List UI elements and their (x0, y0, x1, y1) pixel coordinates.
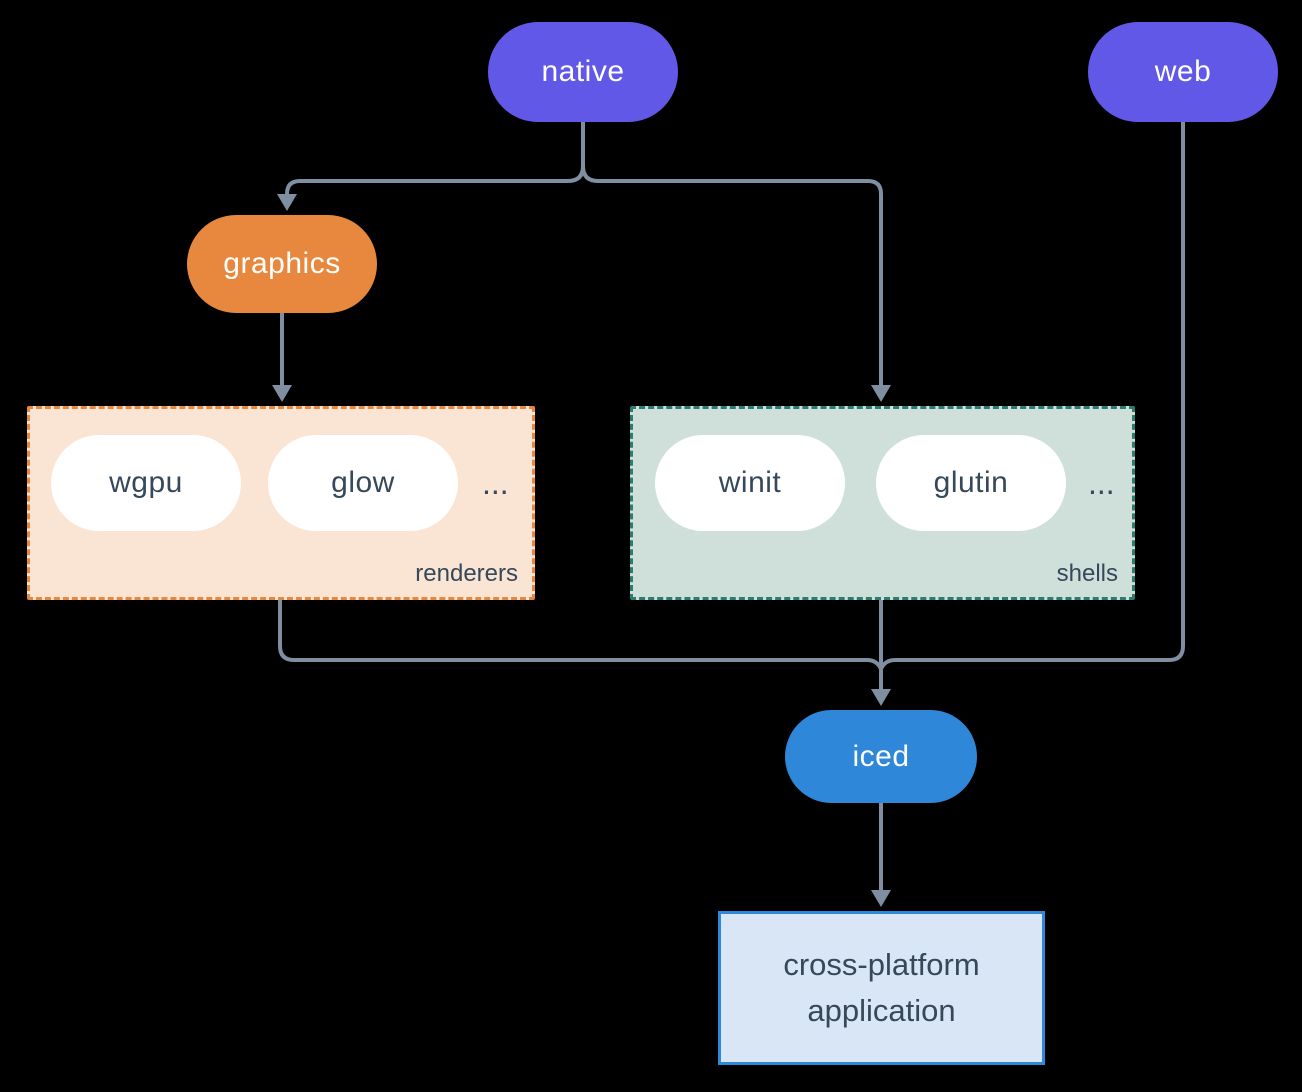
node-iced-label: iced (852, 739, 910, 773)
line-renderers-to-merge (278, 600, 883, 670)
line-web-to-merge (879, 122, 1185, 670)
node-native-label: native (541, 55, 625, 88)
node-application: cross-platform application (718, 911, 1045, 1065)
node-winit: winit (655, 435, 845, 531)
arrow-native-to-shells (581, 122, 883, 386)
arrowhead-graphics (277, 194, 297, 211)
arrow-native-to-graphics (285, 122, 585, 196)
arrowhead-application (871, 890, 891, 907)
node-wgpu: wgpu (51, 435, 241, 531)
group-renderers-label: renderers (415, 560, 518, 587)
shells-ellipsis: ... (1088, 464, 1115, 501)
node-graphics: graphics (187, 215, 377, 313)
node-iced: iced (785, 710, 977, 803)
arrowhead-shells (871, 385, 891, 402)
node-glow-label: glow (331, 466, 395, 499)
application-label-line2: application (807, 993, 956, 1028)
node-glutin: glutin (876, 435, 1066, 531)
group-shells: winit glutin ... shells (630, 406, 1135, 600)
node-winit-label: winit (718, 466, 782, 499)
node-native: native (488, 22, 678, 122)
node-web-label: web (1154, 55, 1212, 88)
node-wgpu-label: wgpu (109, 466, 183, 499)
application-label-line1: cross-platform (783, 947, 980, 982)
group-shells-label: shells (1056, 560, 1118, 587)
node-web: web (1088, 22, 1278, 122)
node-graphics-label: graphics (223, 247, 341, 280)
node-glow: glow (268, 435, 458, 531)
arrowhead-iced (871, 689, 891, 706)
group-renderers: wgpu glow ... renderers (27, 406, 535, 600)
arrowhead-renderers (272, 385, 292, 402)
renderers-ellipsis: ... (482, 464, 509, 501)
node-glutin-label: glutin (933, 466, 1009, 499)
